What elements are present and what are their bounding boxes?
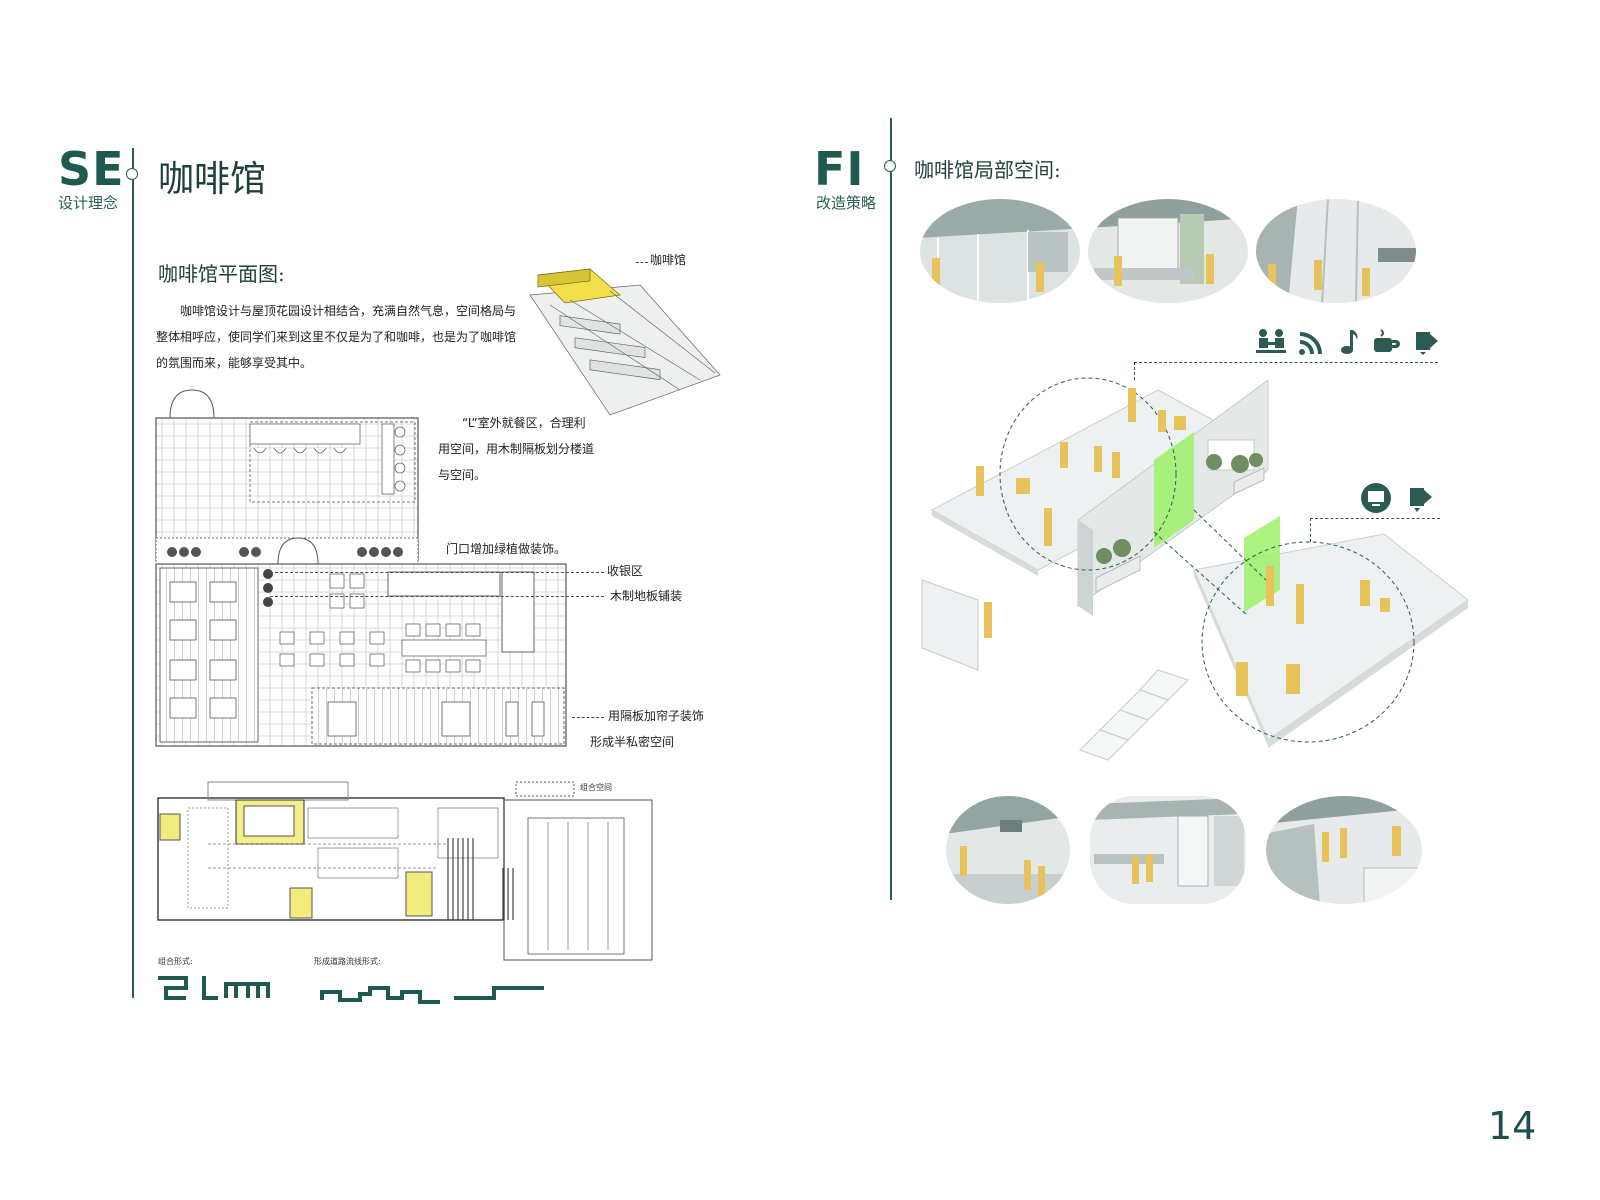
vignette-1 [920,199,1080,303]
note-greenery: 门口增加绿植做装饰。 [446,542,567,556]
combo-form-label: 组合形式: [158,957,193,966]
cashier-leader [270,572,604,573]
wifi-icon [1299,332,1322,355]
note-l-area-line1: “L”室外就餐区，合理利 [438,410,618,436]
right-section-code-sub: 改造策略 [816,194,877,212]
vignette-6 [1266,796,1422,904]
plan-heading: 咖啡馆平面图: [158,262,285,286]
cafe-axonometric-drawing [529,268,721,416]
meeting-icon [1256,329,1286,353]
axon-cafe-label: 咖啡馆 [650,253,687,267]
mid-icons-leader-drop [1310,518,1311,542]
cafe-floor-plan [155,389,567,747]
right-heading: 咖啡馆局部空间: [914,158,1061,182]
vignette-5 [1090,796,1246,904]
note-l-area-line2: 用空间，用木制隔板划分楼道 [438,442,595,456]
combo-form-glyphs [158,976,270,1000]
door-icon-2 [1410,488,1432,512]
top-icons-leader-drop [1134,362,1135,380]
vignette-2 [1088,199,1248,303]
cafe-isometric-diagram [921,377,1469,761]
path-form-glyphs [320,986,544,1004]
mid-icons-leader [1310,518,1440,519]
top-icon-row [1256,328,1440,356]
wood-floor-leader [270,596,604,597]
note-l-area-text1: “L”室外就餐区，合理利 [462,416,586,430]
top-icons-leader [1134,362,1438,363]
right-vertical-rule [890,118,892,900]
axon-label-leader [636,262,648,263]
page-number: 14 [1488,1104,1537,1148]
note-partition-1: 用隔板加帘子装饰 [608,709,705,723]
door-icon [1416,332,1438,355]
right-section-code: FI [814,142,865,196]
vignette-4 [946,796,1070,904]
note-cashier: 收银区 [607,564,644,578]
left-page-title: 咖啡馆 [158,159,267,200]
mid-icon-row [1360,482,1434,514]
left-section-code: SE [58,142,125,196]
vignette-3 [1256,199,1416,303]
note-l-area-line3: 与空间。 [438,468,487,482]
partition-leader [572,717,604,718]
monitor-icon [1361,483,1391,513]
left-vertical-rule [132,148,134,998]
path-form-label: 形成道路流线形式: [314,957,381,966]
note-partition-2: 形成半私密空间 [590,735,675,749]
top-vignettes [920,199,1416,303]
combo-space-label: 组合空间 [580,783,612,792]
left-section-code-sub: 设计理念 [58,194,119,212]
left-rule-node [126,168,138,180]
bottom-vignettes [946,796,1422,904]
plan-description: 咖啡馆设计与屋顶花园设计相结合，充满自然气息，空间格局与整体相呼应，使同学们来到… [156,304,517,370]
music-note-icon [1341,330,1358,354]
building-section-plan [157,781,653,961]
coffee-cup-icon [1374,329,1400,352]
right-rule-node [884,160,896,172]
note-wood-floor: 木制地板铺装 [610,589,683,603]
